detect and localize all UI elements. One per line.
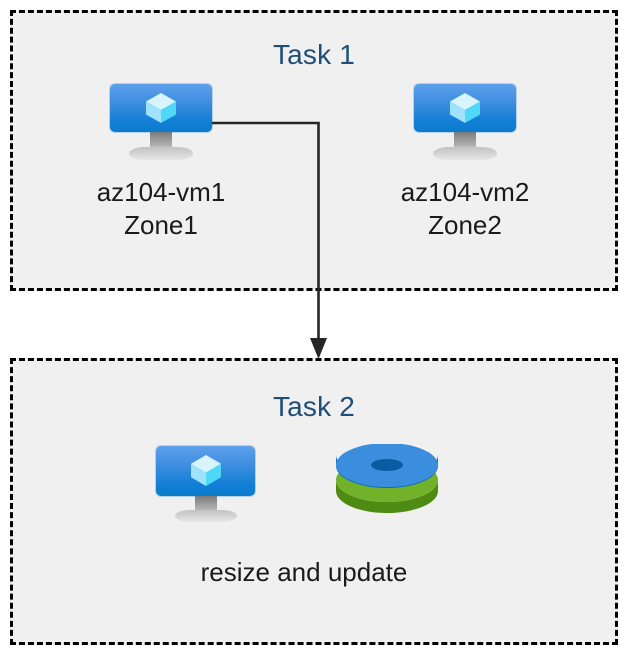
node-label-az104-vm2: az104-vm2 Zone2: [400, 177, 530, 240]
task-2-title: Task 2: [272, 391, 356, 422]
vm-stand-base: [174, 510, 237, 522]
task-2-caption: resize and update: [200, 557, 408, 587]
vm-stand-neck: [150, 132, 172, 151]
task-1-container: Task 1: [10, 10, 618, 291]
task-2-container: Task 2: [10, 358, 618, 645]
vm-cube-icon: [189, 454, 223, 487]
azure-virtual-machine-icon: [110, 84, 212, 164]
vm-screen: [156, 446, 255, 496]
vm-cube-icon: [144, 92, 178, 124]
vm-cube-icon: [448, 92, 482, 124]
disks-glyph: [336, 444, 438, 513]
down-arrow-icon: [310, 338, 327, 359]
vm-stand-neck: [454, 132, 476, 151]
vm-stand-neck: [194, 496, 217, 514]
cube-glyph: [190, 455, 221, 486]
cube-glyph: [450, 93, 480, 123]
vm-stand-base: [433, 147, 497, 160]
node-label-az104-vm1: az104-vm1 Zone1: [96, 177, 226, 240]
azure-virtual-machine-icon: [156, 446, 255, 524]
azure-virtual-machine-icon: [414, 84, 516, 164]
task-1-title: Task 1: [272, 39, 356, 70]
vm-screen: [110, 84, 212, 132]
azure-disks-icon: [334, 444, 440, 526]
vm-stand-base: [129, 147, 193, 160]
cube-glyph: [146, 93, 176, 123]
vm-screen: [414, 84, 516, 132]
